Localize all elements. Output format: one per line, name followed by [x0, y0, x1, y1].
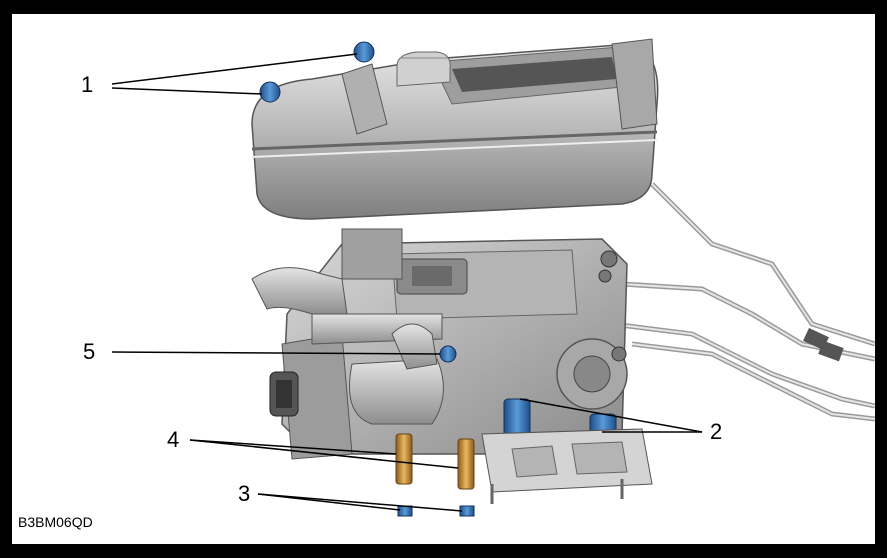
- reservoir-bolt-1: [259, 41, 375, 103]
- callout-3: 3: [238, 481, 251, 506]
- nut-3: [397, 505, 475, 517]
- callout-5: 5: [83, 339, 96, 364]
- hydraulic-unit-illustration: [111, 38, 875, 517]
- brake-lines: [611, 182, 875, 422]
- brake-lines-highlight: [611, 183, 875, 420]
- isolator-4: [395, 433, 475, 490]
- reservoir-cap: [396, 51, 451, 87]
- callout-1: 1: [81, 72, 94, 97]
- reservoir-bracket: [341, 63, 388, 135]
- figure-code: B3BM06QD: [18, 514, 93, 530]
- return-pipe: [349, 358, 444, 425]
- callout-2: 2: [710, 419, 723, 444]
- leader-lines: [111, 53, 703, 512]
- callout-4: 4: [167, 427, 180, 452]
- mount-bolt-5: [439, 345, 457, 363]
- mounting-bracket: [481, 428, 653, 493]
- inlet-pipe: [251, 267, 348, 315]
- pump-cylinder: [341, 228, 403, 280]
- line-fitting: [818, 340, 844, 362]
